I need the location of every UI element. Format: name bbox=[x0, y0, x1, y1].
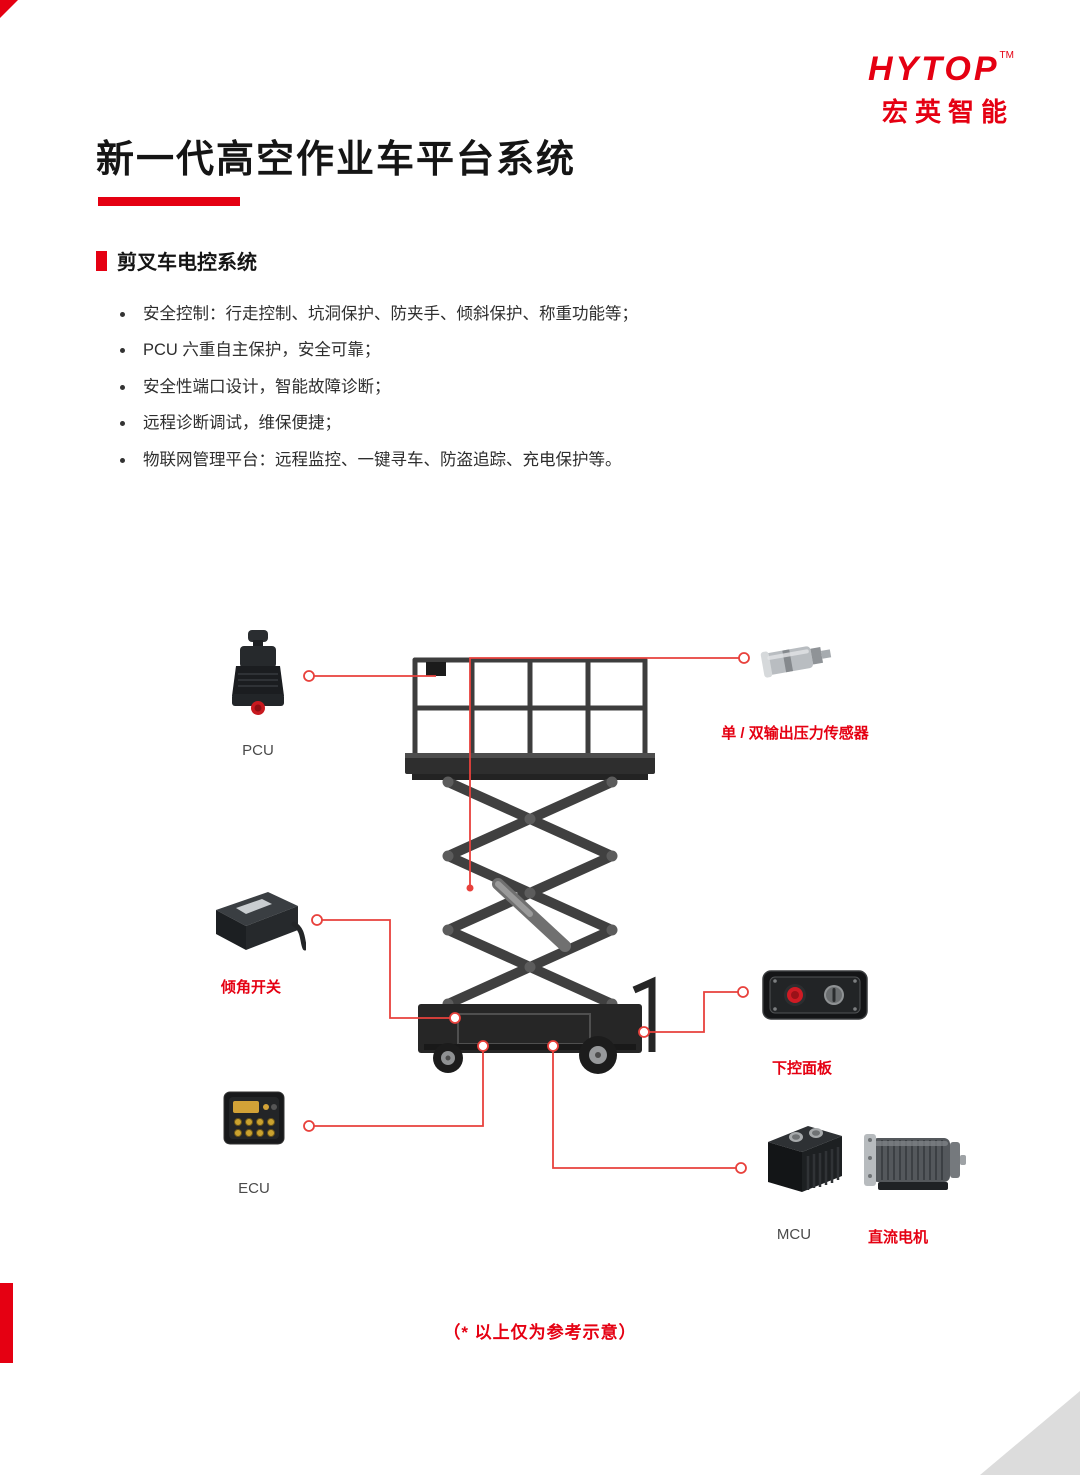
section-header: 剪叉车电控系统 bbox=[96, 246, 257, 275]
ecu-svg bbox=[223, 1091, 285, 1145]
page-title: 新一代高空作业车平台系统 bbox=[96, 139, 577, 181]
lower-control-panel-image bbox=[762, 968, 868, 1022]
list-item: 物联网管理平台：远程监控、一键寻车、防盗追踪、充电保护等。 bbox=[120, 450, 900, 471]
section-title: 剪叉车电控系统 bbox=[117, 252, 257, 274]
bullet-dot bbox=[120, 457, 125, 463]
dc-motor-svg bbox=[864, 1134, 966, 1190]
list-item: 安全性端口设计，智能故障诊断； bbox=[120, 377, 900, 398]
logo-trademark: TM bbox=[999, 50, 1014, 61]
pressure-sensor-label: 单 / 双输出压力传感器 bbox=[721, 725, 869, 742]
feature-list: 安全控制：行走控制、坑洞保护、防夹手、倾斜保护、称重功能等； PCU 六重自主保… bbox=[120, 304, 900, 486]
list-item: 远程诊断调试，维保便捷； bbox=[120, 413, 900, 434]
bullet-text: 物联网管理平台：远程监控、一键寻车、防盗追踪、充电保护等。 bbox=[143, 450, 622, 469]
bullet-text: 安全控制：行走控制、坑洞保护、防夹手、倾斜保护、称重功能等； bbox=[143, 305, 638, 323]
dc-motor-label: 直流电机 bbox=[867, 1229, 928, 1246]
bullet-text: 远程诊断调试，维保便捷； bbox=[143, 414, 341, 433]
pressure-sensor-svg bbox=[760, 646, 832, 678]
bullet-text: PCU 六重自主保护，安全可靠； bbox=[143, 341, 381, 360]
corner-accent-top-left bbox=[0, 0, 18, 18]
hytop-logo: HYTOPTM 宏英智能 bbox=[868, 50, 1014, 129]
dc-motor-image bbox=[858, 1128, 966, 1194]
ecu-label: ECU bbox=[238, 1180, 270, 1197]
bullet-text: 安全性端口设计，智能故障诊断； bbox=[143, 377, 391, 396]
scissor-lift-image bbox=[400, 648, 660, 1080]
mcu-image bbox=[758, 1120, 846, 1198]
lower-control-panel-label: 下控面板 bbox=[771, 1060, 832, 1077]
logo-subtitle: 宏英智能 bbox=[881, 97, 1014, 127]
tilt-switch-label: 倾角开关 bbox=[220, 979, 281, 996]
logo-brand-text: HYTOP bbox=[868, 50, 1000, 88]
bullet-dot bbox=[120, 348, 125, 354]
pcu-image bbox=[222, 628, 294, 716]
mcu-svg bbox=[768, 1126, 842, 1192]
pressure-sensor-image bbox=[756, 628, 840, 690]
section-marker bbox=[96, 250, 107, 271]
scissor-lift-svg bbox=[405, 657, 656, 1074]
left-red-bar bbox=[0, 1283, 13, 1363]
bullet-dot bbox=[120, 421, 125, 427]
bullet-dot bbox=[120, 312, 125, 317]
corner-accent-bottom-right bbox=[980, 1391, 1080, 1475]
bullet-dot bbox=[120, 384, 125, 390]
pcu-label: PCU bbox=[242, 742, 274, 759]
footnote: （* 以上仅为参考示意） bbox=[443, 1323, 637, 1342]
tilt-switch-image bbox=[206, 884, 306, 959]
mcu-label: MCU bbox=[776, 1226, 812, 1243]
lower-control-panel-svg bbox=[762, 970, 868, 1020]
list-item: PCU 六重自主保护，安全可靠； bbox=[120, 340, 900, 361]
list-item: 安全控制：行走控制、坑洞保护、防夹手、倾斜保护、称重功能等； bbox=[120, 304, 900, 325]
ecu-image bbox=[222, 1086, 286, 1150]
pcu-svg bbox=[232, 630, 284, 715]
title-underline bbox=[98, 197, 240, 206]
tilt-switch-svg bbox=[216, 892, 306, 951]
